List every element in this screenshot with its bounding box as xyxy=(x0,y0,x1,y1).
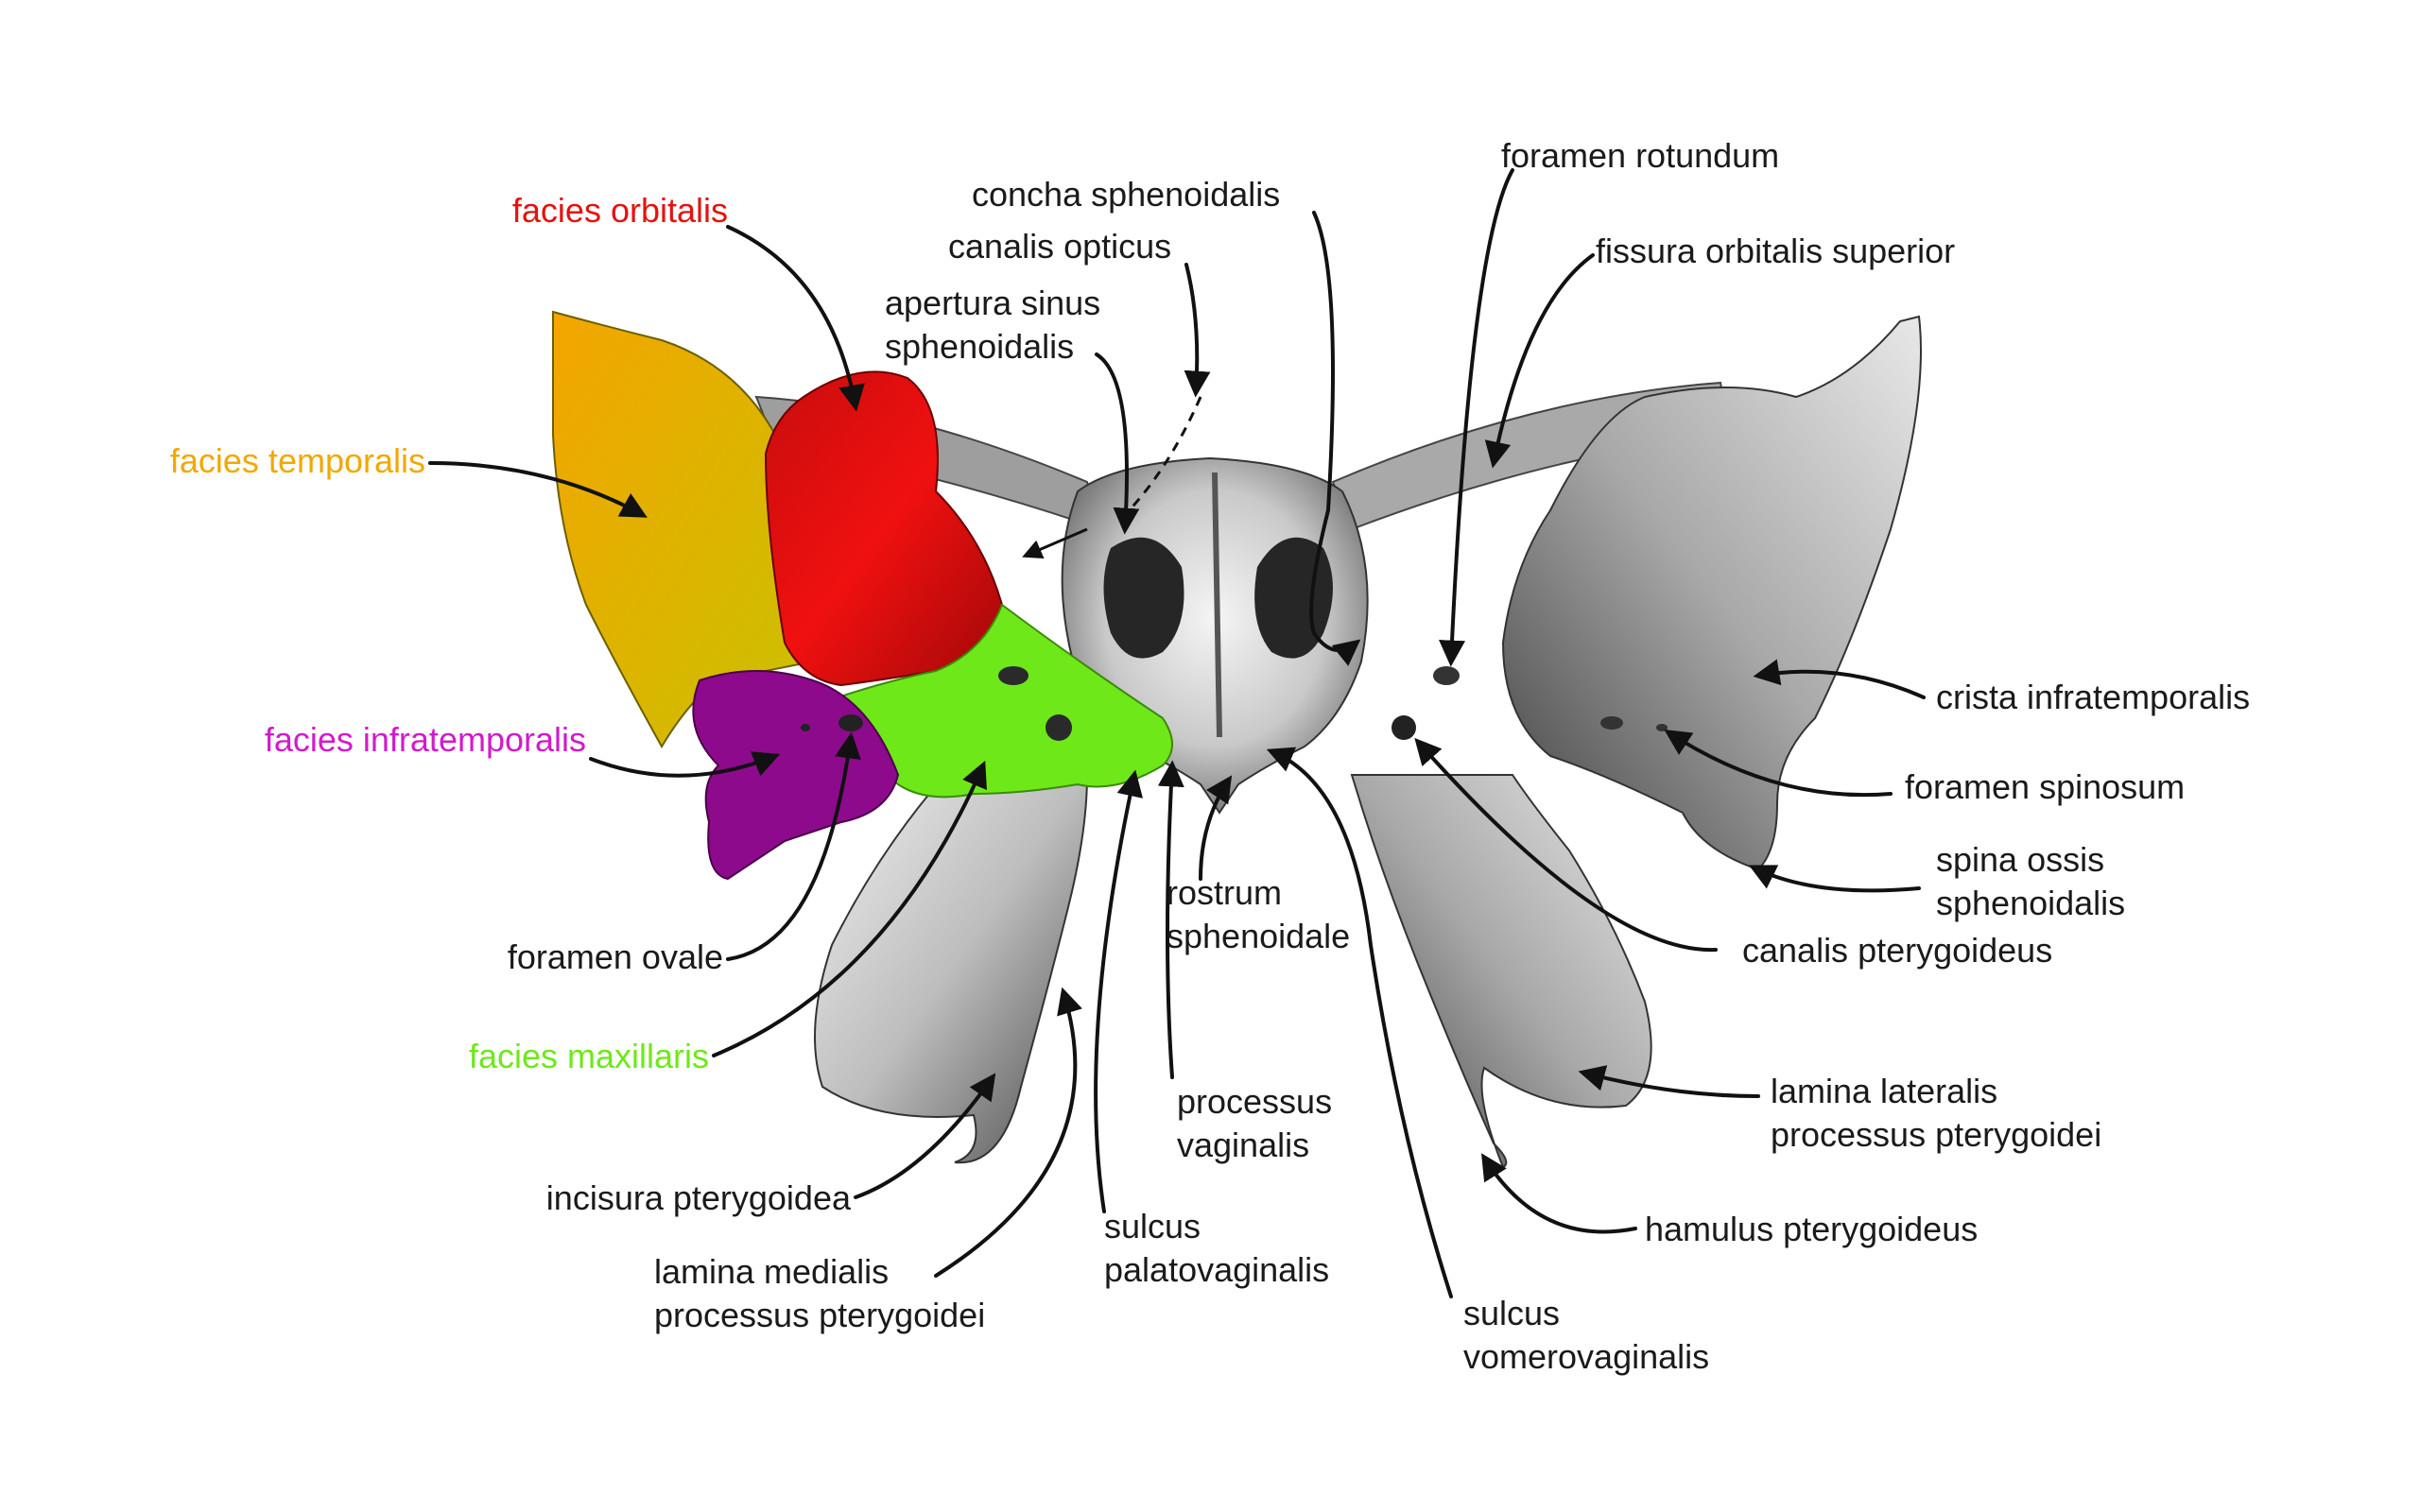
label-facies-orbitalis: facies orbitalis xyxy=(511,191,728,230)
label-hamulus-pterygoideus: hamulus pterygoideus xyxy=(1645,1210,1979,1248)
label-foramen-rotundum: foramen rotundum xyxy=(1501,136,1780,175)
arrow-rostrum xyxy=(1199,775,1233,881)
arrow-fissura-orbitalis xyxy=(1484,253,1595,469)
facies-maxillaris-shape xyxy=(830,603,1173,799)
facies-orbitalis-shape xyxy=(764,370,1004,687)
arrow-lamina-medialis xyxy=(934,987,1082,1278)
optic-canal-dashed xyxy=(1118,396,1202,522)
arrow-canalis-pterygoideus xyxy=(1414,737,1718,953)
arrow-lamina-lateralis xyxy=(1578,1065,1760,1098)
leader-arrows xyxy=(428,168,1926,1298)
label-incisura-pterygoidea: incisura pterygoidea xyxy=(545,1178,851,1217)
foramen-ovale-right xyxy=(1600,716,1623,730)
arrow-facies-temporalis xyxy=(428,461,648,518)
arrow-incisura-pterygoidea xyxy=(854,1073,996,1199)
arrow-facies-orbitalis xyxy=(726,225,865,412)
foramen-spinosum-right xyxy=(1656,724,1668,731)
arrow-sulcus-palatovaginalis xyxy=(1094,769,1143,1213)
foramen-spinosum-left xyxy=(801,724,810,731)
arrow-apertura xyxy=(1095,352,1140,535)
foramen-rotundum-left xyxy=(998,666,1028,685)
label-facies-maxillaris: facies maxillaris xyxy=(468,1037,709,1075)
label-canalis-pterygoideus: canalis pterygoideus xyxy=(1742,931,2053,970)
canalis-pterygoideus-right xyxy=(1392,715,1416,740)
pterygoid-process-right xyxy=(1350,774,1652,1169)
arrow-hamulus xyxy=(1481,1153,1637,1234)
facies-temporalis-shape xyxy=(552,310,815,748)
label-concha-sphenoidalis: concha sphenoidalis xyxy=(972,175,1281,214)
label-fissura-orbitalis-superior: fissura orbitalis superior xyxy=(1596,232,1956,270)
label-facies-temporalis: facies temporalis xyxy=(169,441,425,480)
arrow-processus-vaginalis xyxy=(1157,760,1184,1079)
label-crista-infratemporalis: crista infratemporalis xyxy=(1936,678,2251,716)
optic-canal-arrow xyxy=(1022,527,1088,558)
arrow-crista-infratemporalis xyxy=(1753,659,1926,699)
arrow-foramen-rotundum xyxy=(1439,168,1514,667)
arrow-foramen-spinosum xyxy=(1664,729,1893,798)
label-foramen-ovale: foramen ovale xyxy=(507,937,723,976)
greater-wing-right xyxy=(1501,315,1922,871)
canalis-pterygoideus-left xyxy=(1046,714,1072,741)
arrow-sulcus-vomerovaginalis xyxy=(1266,747,1453,1298)
arrow-foramen-ovale xyxy=(726,731,861,961)
arrow-facies-maxillaris xyxy=(712,760,987,1057)
foramen-rotundum-right xyxy=(1433,666,1460,685)
label-facies-infratemporalis: facies infratemporalis xyxy=(264,720,586,759)
arrow-canalis-opticus xyxy=(1184,263,1211,398)
foramen-ovale-left xyxy=(838,714,863,731)
arrow-spina-ossis xyxy=(1748,865,1921,893)
label-foramen-spinosum: foramen spinosum xyxy=(1905,767,2186,806)
sinus-aperture-left xyxy=(1103,537,1184,659)
arrow-facies-infratemporalis xyxy=(589,751,781,778)
septum xyxy=(1212,472,1222,738)
label-canalis-opticus: canalis opticus xyxy=(948,227,1172,266)
arrow-concha xyxy=(1309,211,1361,666)
pterygoid-process-left xyxy=(814,774,1089,1164)
